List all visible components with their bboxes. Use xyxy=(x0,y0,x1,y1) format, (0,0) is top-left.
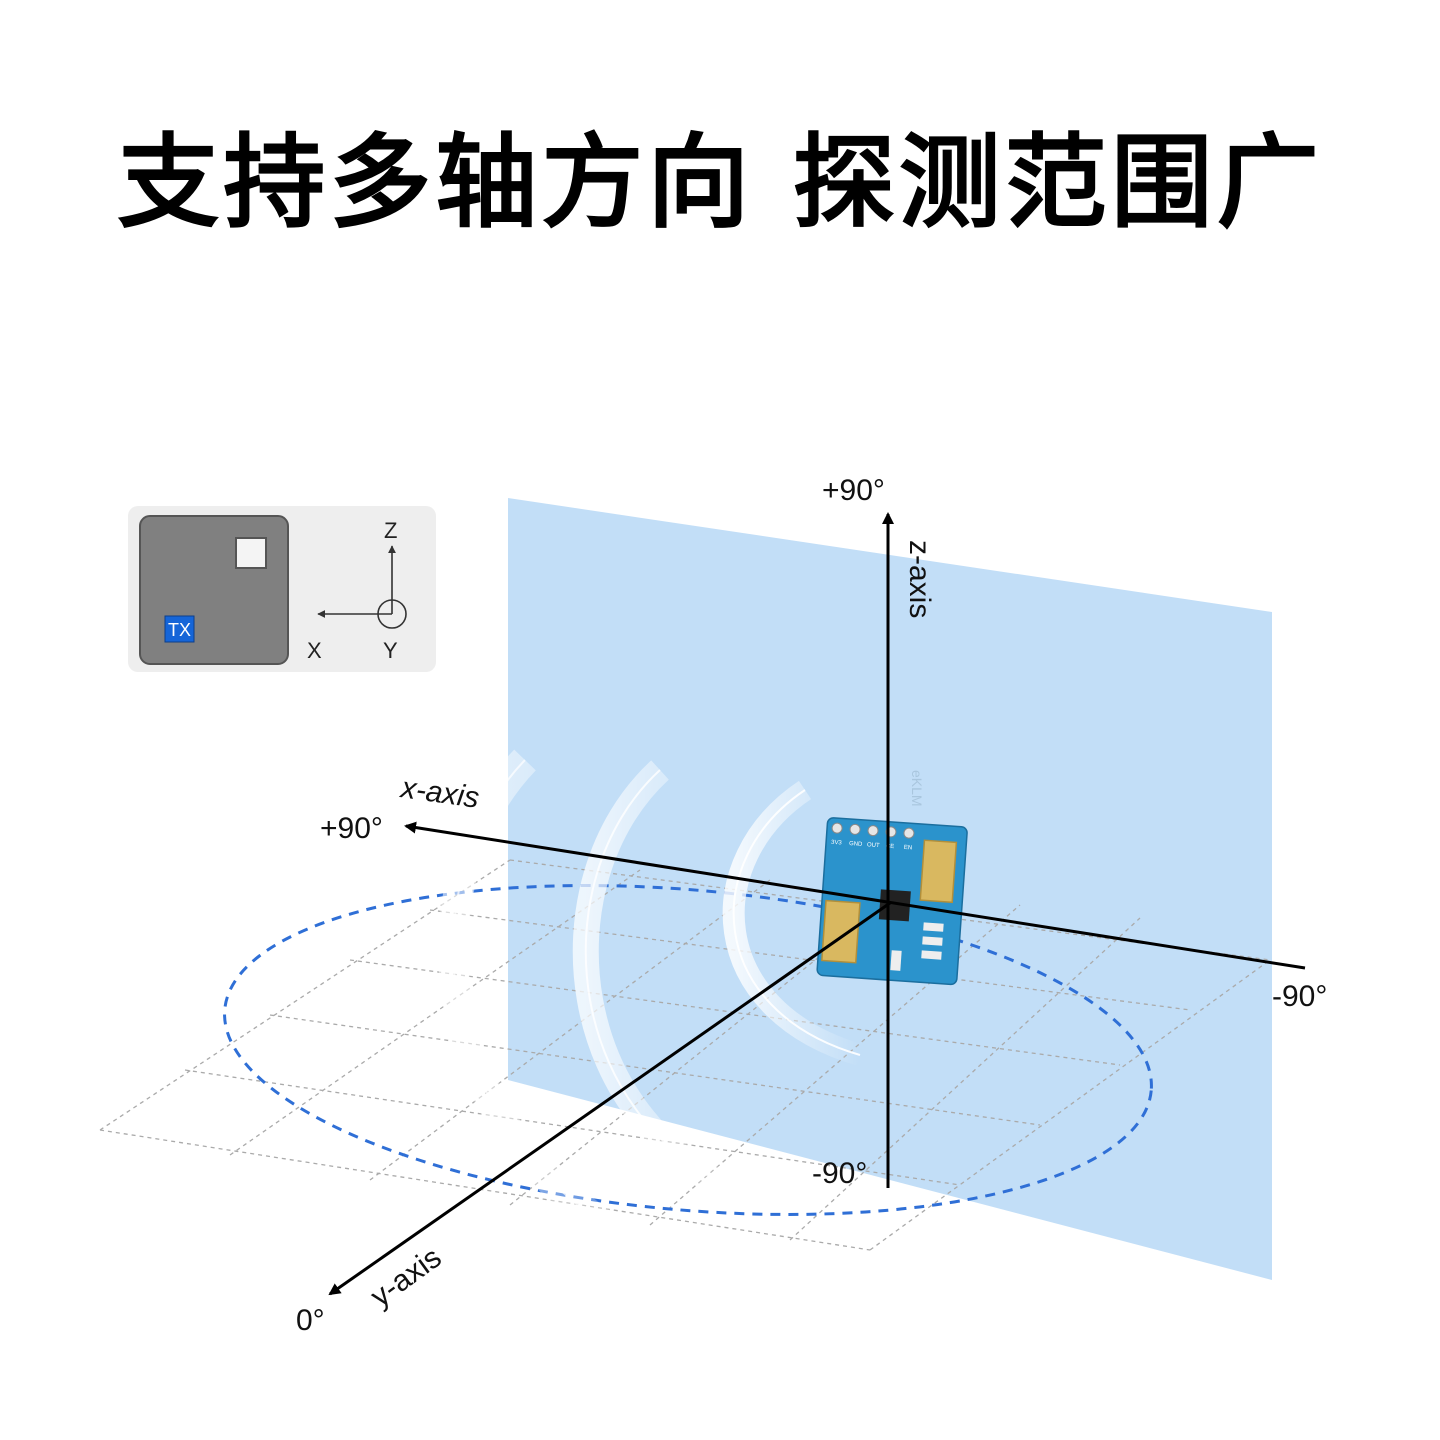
legend-rx-pad xyxy=(235,537,267,569)
x-axis-right-label: -90° xyxy=(1272,980,1327,1013)
antenna-tx xyxy=(821,899,861,964)
pin-label: CE xyxy=(886,844,895,851)
z-axis-name: z-axis xyxy=(903,540,936,618)
x-axis-left-label: +90° xyxy=(320,812,383,845)
radar-module: 3V3 GND OUT CE EN xyxy=(816,817,968,986)
axes xyxy=(328,512,1306,1296)
legend-z-label: Z xyxy=(384,518,397,543)
antenna-rx xyxy=(919,839,958,904)
detection-range-outline xyxy=(223,884,1153,1216)
pin-label: EN xyxy=(904,845,913,852)
page-title: 支持多轴方向 探测范围广 xyxy=(117,124,1323,243)
z-axis-top-label: +90° xyxy=(822,474,885,507)
pin-label: OUT xyxy=(867,842,880,849)
z-axis-bottom-label: -90° xyxy=(812,1157,867,1190)
pin-label: GND xyxy=(849,841,863,848)
pin-label: 3V3 xyxy=(831,840,843,847)
legend-y-label: Y xyxy=(383,638,398,663)
tx-badge xyxy=(164,615,195,643)
module-pins: 3V3 GND OUT CE EN xyxy=(831,822,915,852)
legend-y-circle xyxy=(377,599,407,629)
y-axis-name: y-axis xyxy=(365,1241,448,1314)
module-brand-mark: eKLM xyxy=(909,770,925,807)
radar-waves xyxy=(438,749,864,1290)
y-axis-line xyxy=(328,901,891,1296)
y-axis-front-label: 0° xyxy=(296,1304,325,1337)
x-axis-line xyxy=(404,821,1306,970)
x-axis-name: x-axis xyxy=(397,771,481,815)
legend-x-label: X xyxy=(307,638,322,663)
orientation-legend: TX Z X Y xyxy=(128,506,436,672)
tx-badge-label: TX xyxy=(168,620,191,640)
